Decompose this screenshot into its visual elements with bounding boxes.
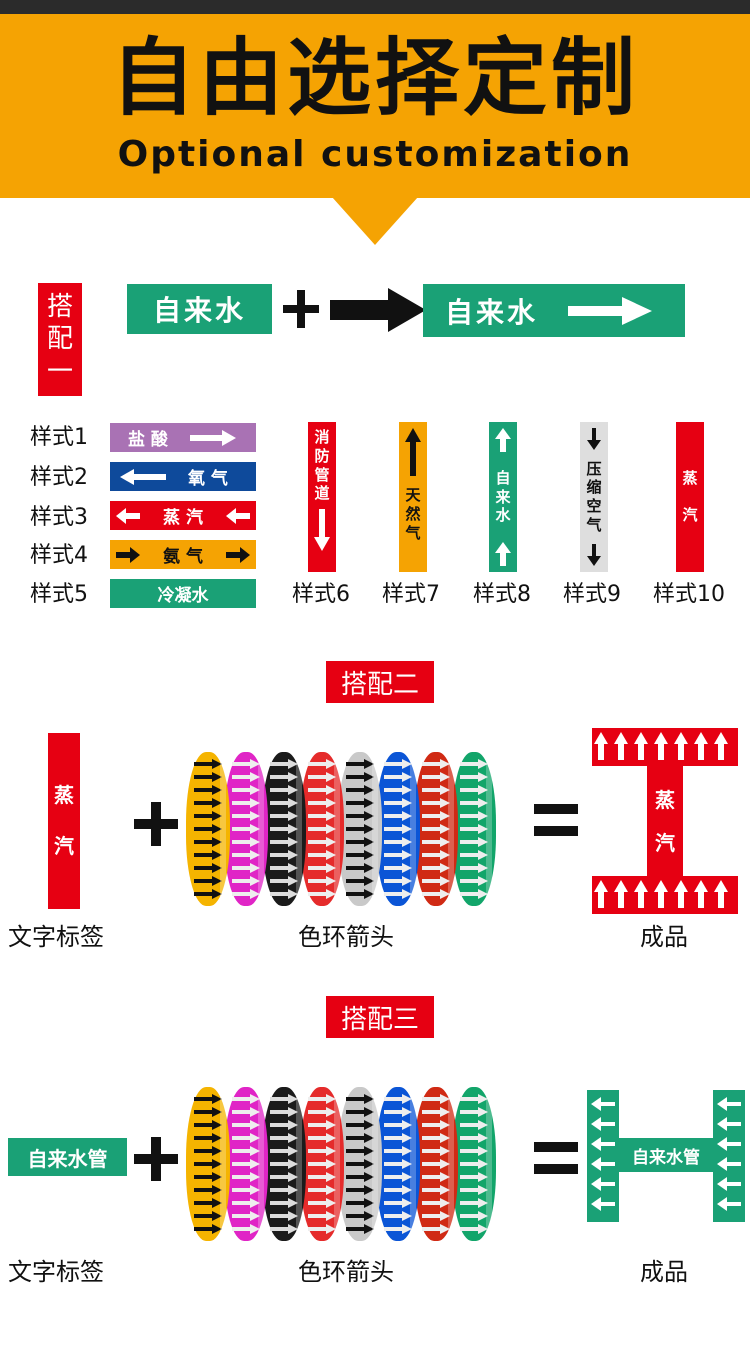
style-label: 样式4	[30, 543, 88, 568]
arrow-down-icon	[587, 544, 601, 566]
style7-tag: 天然气	[399, 422, 427, 572]
tape-ring	[338, 1087, 382, 1241]
arrow-right-icon	[189, 429, 236, 446]
style6-tag: 消防管道	[308, 422, 336, 572]
caption-product: 成品	[640, 1258, 688, 1286]
product-char: 蒸	[655, 788, 675, 812]
tape-ring	[300, 1087, 344, 1241]
combo2-product: 蒸 汽	[592, 728, 738, 914]
caption-color-ring: 色环箭头	[298, 1258, 394, 1286]
big-arrow-icon	[330, 288, 426, 332]
tape-ring	[338, 752, 382, 906]
style-label: 样式7	[382, 582, 440, 607]
arrow-right-icon	[225, 546, 250, 563]
style8-tag: 自来水	[489, 422, 517, 572]
arrow-left-icon	[225, 507, 250, 524]
style-label: 样式10	[653, 582, 725, 607]
arrow-down-icon	[314, 509, 330, 551]
color-ring-roll	[180, 1083, 515, 1245]
style-label: 样式1	[30, 425, 88, 450]
header-banner	[0, 14, 750, 198]
product-char: 汽	[655, 831, 675, 855]
style2-tag: 氧 气	[110, 462, 256, 491]
combo3-product: 自来水管	[587, 1090, 745, 1222]
arrow-left-icon	[116, 507, 140, 524]
style9-tag: 压缩空气	[580, 422, 608, 572]
arrow-up-icon	[495, 542, 511, 566]
combo2-text-tag: 蒸 汽	[48, 733, 80, 909]
product-text: 自来水管	[632, 1147, 700, 1168]
style-label: 样式5	[30, 582, 88, 607]
style-label: 样式2	[30, 465, 88, 490]
caption-text-label: 文字标签	[8, 923, 104, 951]
tape-ring	[262, 752, 306, 906]
arrow-right-icon	[568, 296, 653, 325]
color-ring-roll	[180, 748, 515, 910]
caption-product: 成品	[640, 923, 688, 951]
combo3-badge: 搭配三	[326, 996, 434, 1038]
equals-sign-2	[532, 800, 580, 840]
tape-ring	[414, 1087, 458, 1241]
combo1-label-tag: 自来水	[127, 284, 272, 334]
arrow-left-icon	[120, 468, 166, 485]
page-subtitle: Optional customization	[117, 134, 633, 175]
arrow-down-icon	[587, 428, 601, 450]
tape-ring	[414, 752, 458, 906]
combo3-text-tag: 自来水管	[8, 1138, 127, 1176]
plus-sign-3	[132, 1135, 180, 1183]
arrow-up-icon	[495, 428, 511, 452]
caption-text-label: 文字标签	[8, 1258, 104, 1286]
tape-ring	[452, 752, 496, 906]
plus-sign-2	[132, 800, 180, 848]
caption-color-ring: 色环箭头	[298, 923, 394, 951]
tape-ring	[224, 1087, 268, 1241]
tape-ring	[186, 1087, 230, 1241]
style-label: 样式9	[563, 582, 621, 607]
combo1-badge: 搭配一	[38, 283, 82, 396]
style3-tag: 蒸 汽	[110, 501, 256, 530]
style10-tag: 蒸 汽	[676, 422, 704, 572]
style4-tag: 氨 气	[110, 540, 256, 569]
tape-ring	[224, 752, 268, 906]
combo1-result-tag: 自来水	[423, 284, 685, 337]
combo2-badge: 搭配二	[326, 661, 434, 703]
style5-tag: 冷凝水	[110, 579, 256, 608]
plus-sign-1	[281, 282, 321, 332]
tape-ring	[300, 752, 344, 906]
style-label: 样式3	[30, 505, 88, 530]
arrow-right-icon	[116, 546, 140, 563]
banner-notch	[332, 197, 418, 245]
tape-ring	[452, 1087, 496, 1241]
tape-ring	[186, 752, 230, 906]
page-title: 自由选择定制	[110, 29, 639, 127]
arrow-up-icon	[405, 428, 421, 476]
tape-ring	[376, 1087, 420, 1241]
tape-ring	[262, 1087, 306, 1241]
top-bar	[0, 0, 750, 14]
style-label: 样式6	[292, 582, 350, 607]
tape-ring	[376, 752, 420, 906]
style-label: 样式8	[473, 582, 531, 607]
equals-sign-3	[532, 1138, 580, 1178]
style1-tag: 盐 酸	[110, 423, 256, 452]
